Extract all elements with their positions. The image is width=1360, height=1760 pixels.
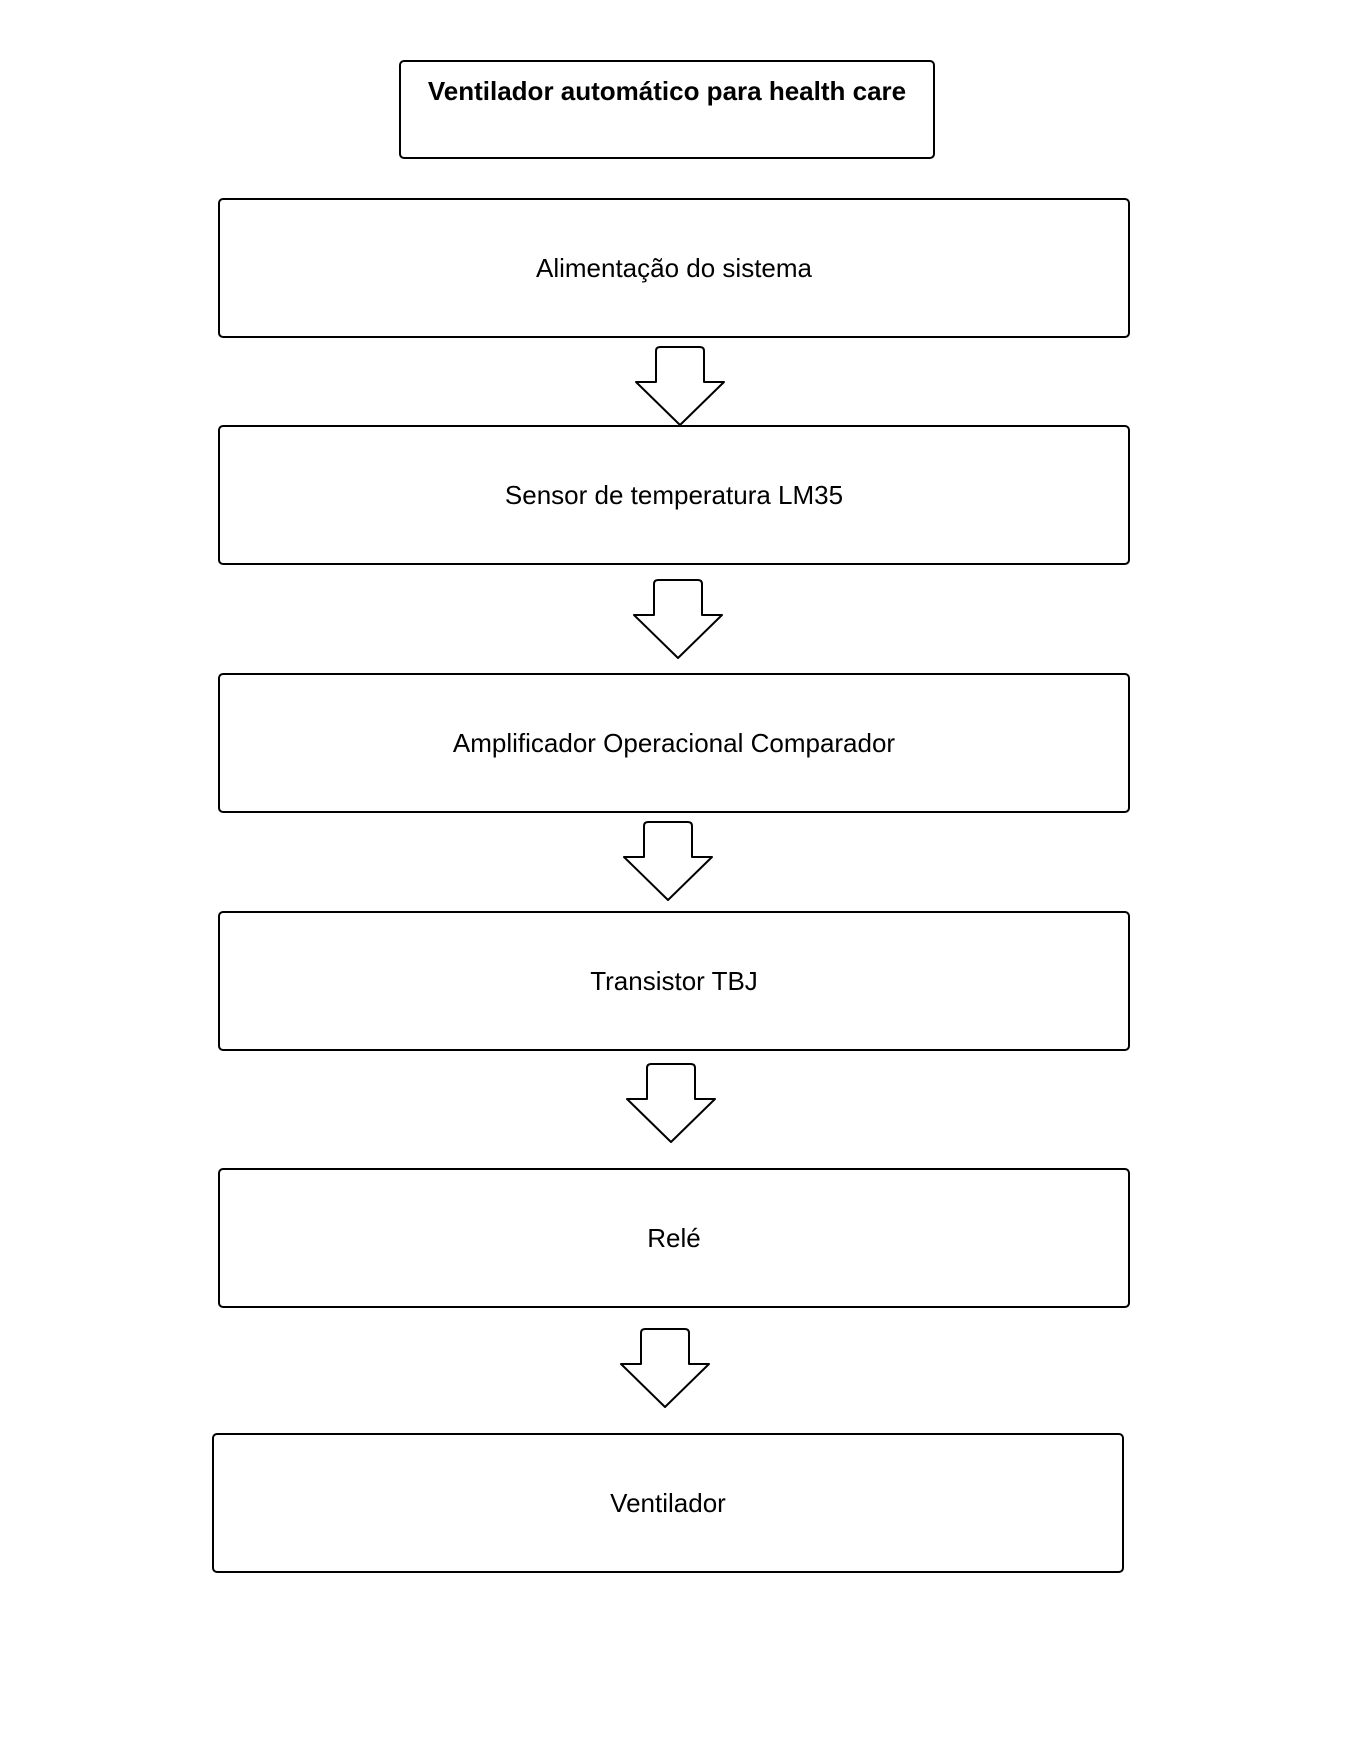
block-arrow-down-icon: [622, 820, 714, 902]
diagram-title-box: Ventilador automático para health care: [399, 60, 935, 159]
node-label: Ventilador: [610, 1487, 726, 1518]
node-transistor: Transistor TBJ: [218, 911, 1130, 1051]
node-rele: Relé: [218, 1168, 1130, 1308]
block-arrow-down-icon: [632, 578, 724, 660]
block-arrow-down-icon: [619, 1327, 711, 1409]
node-amplificador: Amplificador Operacional Comparador: [218, 673, 1130, 813]
node-label: Alimentação do sistema: [535, 252, 813, 283]
node-alimentacao: Alimentação do sistema: [218, 198, 1130, 338]
block-arrow-down-icon: [634, 345, 726, 427]
node-label: Sensor de temperatura LM35: [504, 479, 844, 510]
node-label: Amplificador Operacional Comparador: [452, 727, 896, 758]
node-ventilador: Ventilador: [212, 1433, 1124, 1573]
diagram-title: Ventilador automático para health care: [427, 76, 907, 106]
node-label: Transistor TBJ: [590, 965, 758, 996]
node-label: Relé: [647, 1222, 701, 1253]
node-sensor: Sensor de temperatura LM35: [218, 425, 1130, 565]
block-arrow-down-icon: [625, 1062, 717, 1144]
